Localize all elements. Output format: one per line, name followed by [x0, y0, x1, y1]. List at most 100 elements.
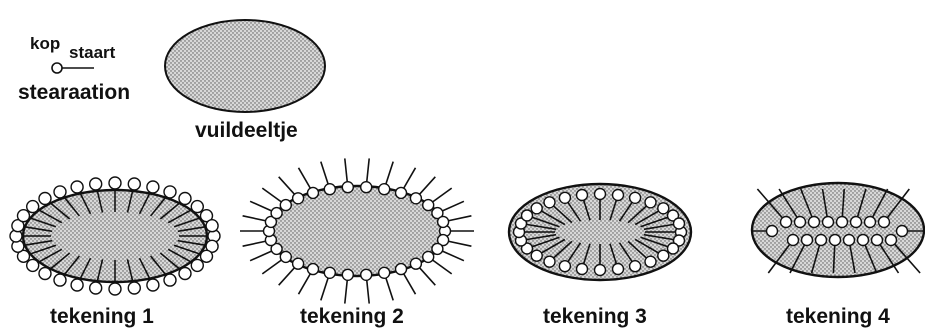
- stearate-head: [128, 178, 140, 190]
- stearate-head: [410, 258, 421, 269]
- stearate-head-icon: [52, 63, 62, 73]
- stearate-head: [531, 250, 542, 261]
- drawing-3-label: tekening 3: [543, 305, 647, 328]
- drawing-3: tekening 3: [509, 184, 691, 328]
- stearate-head: [109, 177, 121, 189]
- stearate-head: [379, 267, 390, 278]
- stearate-head: [361, 182, 372, 193]
- stearate-head: [361, 269, 372, 280]
- stearate-head: [559, 192, 570, 203]
- stearate-head: [658, 250, 669, 261]
- stearate-head: [879, 217, 890, 228]
- stearate-head: [851, 217, 862, 228]
- stearate-head: [109, 283, 121, 295]
- stearate-head: [164, 186, 176, 198]
- stearate-head: [795, 217, 806, 228]
- stearate-head: [781, 217, 792, 228]
- stearate-head: [531, 203, 542, 214]
- stearate-head: [179, 268, 191, 280]
- stearate-head: [54, 274, 66, 286]
- stearate-head: [645, 197, 656, 208]
- stearate-head: [630, 192, 641, 203]
- stearate-head: [897, 226, 908, 237]
- stearate-head: [658, 203, 669, 214]
- stearate-head: [544, 256, 555, 267]
- stearate-head: [324, 184, 335, 195]
- stearate-head: [410, 193, 421, 204]
- stearate-head: [544, 197, 555, 208]
- stearate-head: [830, 235, 841, 246]
- stearate-head: [858, 235, 869, 246]
- head-label: kop: [30, 34, 60, 53]
- stearate-head: [71, 279, 83, 291]
- stearate-head: [809, 217, 820, 228]
- stearate-head: [886, 235, 897, 246]
- stearate-head: [788, 235, 799, 246]
- stearate-head: [613, 190, 624, 201]
- stearate-head: [90, 178, 102, 190]
- stearate-head: [293, 258, 304, 269]
- drawing-1: tekening 1: [10, 177, 220, 328]
- drawing-4: tekening 4: [752, 183, 924, 328]
- stearate-head: [844, 235, 855, 246]
- stearate-head: [271, 208, 282, 219]
- stearate-head: [280, 200, 291, 211]
- stearate-head: [147, 279, 159, 291]
- stearate-head: [837, 217, 848, 228]
- stearate-head: [645, 256, 656, 267]
- drawing-1-label: tekening 1: [50, 305, 154, 328]
- drawing-2-label: tekening 2: [300, 305, 404, 328]
- stearate-head: [342, 269, 353, 280]
- stearate-head: [147, 181, 159, 193]
- tail-label: staart: [69, 43, 116, 62]
- stearate-head: [18, 210, 30, 222]
- stearate-head: [324, 267, 335, 278]
- stearate-head: [179, 193, 191, 205]
- drawing-2: tekening 2: [240, 158, 474, 328]
- stearate-head: [802, 235, 813, 246]
- stearate-head: [438, 216, 449, 227]
- stearate-head: [27, 259, 39, 271]
- stearate-head: [577, 264, 588, 275]
- stearate-ion-legend: kop staart stearaation: [18, 34, 130, 104]
- stearate-head: [767, 226, 778, 237]
- stearate-head: [595, 189, 606, 200]
- stearate-head: [423, 200, 434, 211]
- stearate-head: [423, 251, 434, 262]
- stearate-head: [164, 274, 176, 286]
- stearate-head: [559, 261, 570, 272]
- stearate-head: [191, 259, 203, 271]
- stearate-head: [27, 201, 39, 213]
- stearate-head: [206, 220, 218, 232]
- stearate-head: [595, 265, 606, 276]
- stearate-label: stearaation: [18, 81, 130, 104]
- stearate-head: [39, 193, 51, 205]
- stearate-head: [191, 201, 203, 213]
- stearate-head: [379, 184, 390, 195]
- stearate-head: [308, 187, 319, 198]
- stearate-head: [90, 282, 102, 294]
- stearate-head: [396, 187, 407, 198]
- stearate-head: [522, 210, 533, 221]
- dirt-particle-shape: [165, 20, 325, 112]
- stearate-head: [201, 250, 213, 262]
- stearate-head: [630, 261, 641, 272]
- stearate-head: [396, 264, 407, 275]
- stearate-head: [293, 193, 304, 204]
- stearate-head: [613, 264, 624, 275]
- stearate-head: [872, 235, 883, 246]
- stearate-head: [432, 243, 443, 254]
- stearate-head: [308, 264, 319, 275]
- drawing-4-label: tekening 4: [786, 305, 890, 328]
- stearate-head: [823, 217, 834, 228]
- stearate-head: [342, 182, 353, 193]
- stearate-head: [54, 186, 66, 198]
- stearate-head: [39, 268, 51, 280]
- stearate-head: [71, 181, 83, 193]
- stearate-head: [816, 235, 827, 246]
- dirt-particle-label: vuildeeltje: [195, 119, 298, 142]
- stearate-head: [280, 251, 291, 262]
- dirt-particle: vuildeeltje: [165, 20, 325, 142]
- stearate-head: [674, 218, 685, 229]
